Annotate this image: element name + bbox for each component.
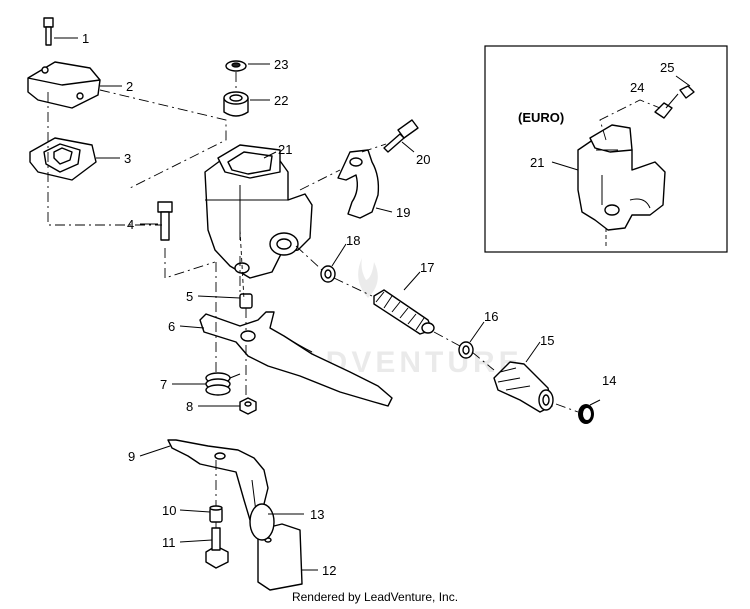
washer-16 [458,341,474,359]
diaphragm [29,137,97,181]
screw-1 [43,17,54,46]
callout-3: 3 [124,151,131,166]
callout-8: 8 [186,399,193,414]
washer-18 [320,265,336,283]
callout-20: 20 [416,152,430,167]
euro-label: (EURO) [518,110,564,125]
callout-25: 25 [660,60,674,75]
callout-17: 17 [420,260,434,275]
callout-9: 9 [128,449,135,464]
callout-2: 2 [126,79,133,94]
callout-10: 10 [162,503,176,518]
callout-21-euro: 21 [530,155,544,170]
callout-1: 1 [82,31,89,46]
callout-15: 15 [540,333,554,348]
master-cylinder-21 [204,144,313,279]
clamp-19 [337,149,380,219]
screw-20 [383,119,419,153]
leader-lines [54,37,691,571]
bolt-11 [205,527,229,569]
collar-10 [209,505,223,523]
assembly-lines [47,72,579,528]
callout-12: 12 [322,563,336,578]
pivot-bolt-4 [157,201,173,241]
bushing-22 [223,91,249,117]
callout-16: 16 [484,309,498,324]
boot-15 [493,361,554,413]
callout-6: 6 [168,319,175,334]
callout-18: 18 [346,233,360,248]
o-ring-14 [578,404,594,424]
callout-21: 21 [278,142,292,157]
brake-lever-6 [199,311,393,407]
callout-24: 24 [630,80,644,95]
collar-5 [239,293,253,309]
ring-13 [249,503,275,541]
callout-11: 11 [162,535,176,550]
spring-17 [373,289,435,335]
callout-7: 7 [160,377,167,392]
euro-inset: (EURO) [484,45,728,253]
nut-8 [239,397,257,415]
cap-23 [225,60,247,72]
callout-5: 5 [186,289,193,304]
callout-14: 14 [602,373,616,388]
callout-4: 4 [127,217,134,232]
tag-12 [257,523,303,591]
callout-22: 22 [274,93,288,108]
callout-labels: 1 2 3 4 5 6 7 8 9 10 11 12 13 14 15 16 1… [82,31,674,578]
reservoir-cover [27,61,101,109]
callout-13: 13 [310,507,324,522]
footer-credit: Rendered by LeadVenture, Inc. [291,590,459,604]
callout-23: 23 [274,57,288,72]
spring-7 [205,372,241,396]
callout-19: 19 [396,205,410,220]
